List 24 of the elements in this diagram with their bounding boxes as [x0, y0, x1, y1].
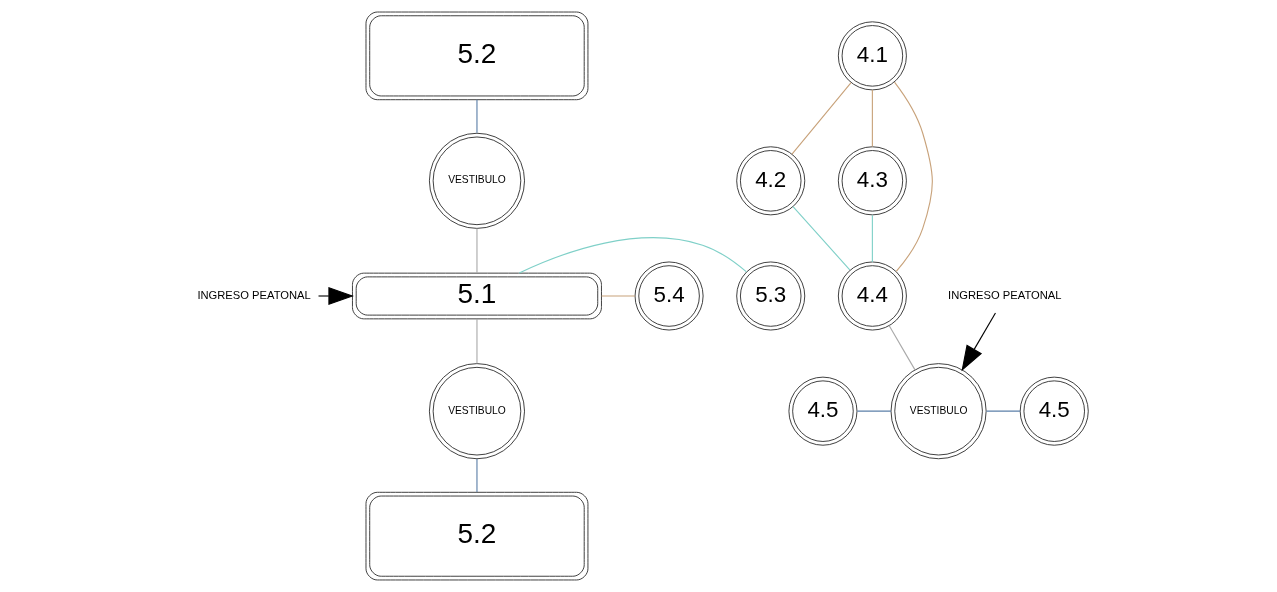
node-circle: 5.3 [735, 261, 805, 331]
connector [871, 214, 873, 263]
connector [791, 206, 850, 271]
connector [893, 81, 933, 272]
connector [985, 410, 1021, 412]
node-circle: 4.1 [837, 21, 907, 91]
connector [475, 318, 477, 365]
connector [600, 295, 635, 297]
connector [475, 227, 477, 274]
connector [888, 325, 916, 371]
connector [871, 89, 873, 148]
node-circle: 4.2 [735, 146, 805, 216]
connector [518, 237, 747, 274]
node-circle: 4.4 [837, 261, 907, 331]
node-circle: 4.3 [837, 146, 907, 216]
arrow [960, 312, 996, 372]
node-box: 5.1 [351, 272, 602, 320]
node-text: INGRESO PEATONAL [196, 288, 311, 301]
arrow [317, 287, 354, 305]
connector [856, 410, 891, 412]
node-text: INGRESO PEATONAL [947, 288, 1061, 301]
connector [475, 458, 477, 493]
connector [790, 82, 852, 155]
connector [475, 99, 477, 134]
